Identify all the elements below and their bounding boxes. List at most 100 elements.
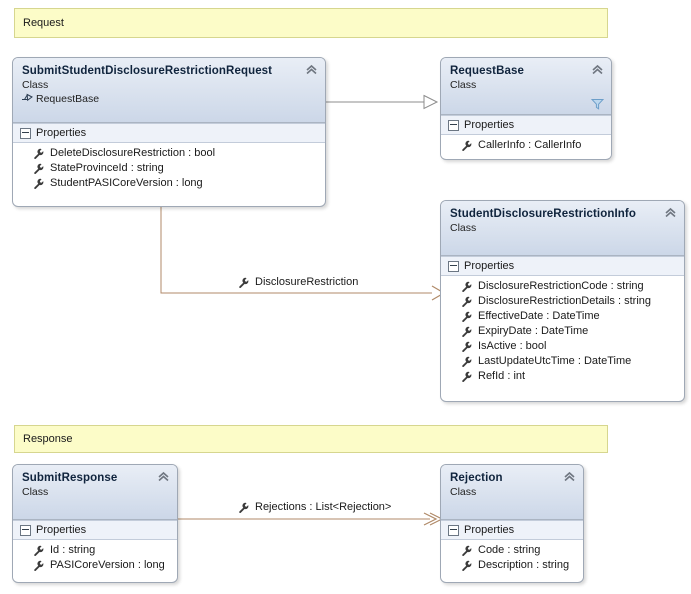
member-label: DeleteDisclosureRestriction : bool bbox=[50, 147, 216, 159]
member-list: DisclosureRestrictionCode : string Discl… bbox=[441, 276, 684, 389]
wrench-icon bbox=[461, 311, 472, 322]
class-submit-response[interactable]: SubmitResponse Class Properties Id : str… bbox=[12, 464, 178, 583]
association-label-text: Rejections : List<Rejection> bbox=[255, 501, 392, 513]
wrench-icon bbox=[33, 163, 44, 174]
collapse-expander-icon[interactable] bbox=[448, 260, 459, 272]
class-request-base[interactable]: RequestBase Class Properties CallerInfo … bbox=[440, 57, 612, 160]
class-stereotype: Class bbox=[22, 486, 49, 498]
member-row[interactable]: DeleteDisclosureRestriction : bool bbox=[17, 146, 321, 161]
member-row[interactable]: StateProvinceId : string bbox=[17, 161, 321, 176]
class-submit-student-disclosure-restriction-request[interactable]: SubmitStudentDisclosureRestrictionReques… bbox=[12, 57, 326, 207]
wrench-icon bbox=[461, 326, 472, 337]
wrench-icon bbox=[461, 281, 472, 292]
compartment-header-properties[interactable]: Properties bbox=[13, 123, 325, 143]
member-label: IsActive : bool bbox=[478, 340, 547, 352]
member-row[interactable]: Code : string bbox=[445, 543, 579, 558]
class-title: Rejection bbox=[450, 472, 503, 484]
wrench-icon bbox=[33, 148, 44, 159]
collapse-expander-icon[interactable] bbox=[20, 127, 31, 139]
member-label: Description : string bbox=[478, 559, 570, 571]
collapse-expander-icon[interactable] bbox=[20, 524, 31, 536]
member-row[interactable]: LastUpdateUtcTime : DateTime bbox=[445, 354, 680, 369]
collapse-expander-icon[interactable] bbox=[448, 119, 459, 131]
member-row[interactable]: StudentPASICoreVersion : long bbox=[17, 176, 321, 191]
class-title: RequestBase bbox=[450, 65, 524, 77]
member-list: Code : string Description : string bbox=[441, 540, 583, 578]
compartment-header-properties[interactable]: Properties bbox=[13, 520, 177, 540]
class-title: StudentDisclosureRestrictionInfo bbox=[450, 208, 636, 220]
wrench-icon bbox=[461, 356, 472, 367]
member-label: EffectiveDate : DateTime bbox=[478, 310, 600, 322]
member-row[interactable]: EffectiveDate : DateTime bbox=[445, 309, 680, 324]
compartment-label: Properties bbox=[464, 119, 515, 131]
collapse-chevron-icon[interactable] bbox=[157, 471, 170, 483]
filter-icon[interactable] bbox=[591, 98, 604, 110]
member-row[interactable]: CallerInfo : CallerInfo bbox=[445, 138, 607, 153]
member-label: RefId : int bbox=[478, 370, 526, 382]
compartment-label: Properties bbox=[464, 524, 515, 536]
class-rejection[interactable]: Rejection Class Properties Code : string… bbox=[440, 464, 584, 583]
connector-association-rejections bbox=[178, 512, 444, 526]
collapse-chevron-icon[interactable] bbox=[563, 471, 576, 483]
member-row[interactable]: IsActive : bool bbox=[445, 339, 680, 354]
class-base-type: RequestBase bbox=[22, 93, 317, 106]
member-label: PASICoreVersion : long bbox=[50, 559, 165, 571]
collapse-expander-icon[interactable] bbox=[448, 524, 459, 536]
wrench-icon bbox=[33, 178, 44, 189]
class-title: SubmitStudentDisclosureRestrictionReques… bbox=[22, 65, 273, 77]
compartment-header-properties[interactable]: Properties bbox=[441, 256, 684, 276]
wrench-icon bbox=[33, 560, 44, 571]
member-label: LastUpdateUtcTime : DateTime bbox=[478, 355, 632, 367]
compartment-label: Properties bbox=[36, 127, 87, 139]
class-stereotype: Class bbox=[450, 486, 477, 498]
banner-response: Response bbox=[14, 425, 608, 453]
member-label: Id : string bbox=[50, 544, 96, 556]
collapse-chevron-icon[interactable] bbox=[591, 64, 604, 76]
wrench-icon bbox=[238, 502, 249, 513]
wrench-icon bbox=[461, 296, 472, 307]
class-student-disclosure-restriction-info[interactable]: StudentDisclosureRestrictionInfo Class P… bbox=[440, 200, 685, 402]
banner-response-label: Response bbox=[23, 433, 73, 445]
member-row[interactable]: ExpiryDate : DateTime bbox=[445, 324, 680, 339]
member-label: StudentPASICoreVersion : long bbox=[50, 177, 203, 189]
wrench-icon bbox=[461, 371, 472, 382]
member-row[interactable]: RefId : int bbox=[445, 369, 680, 384]
member-label: CallerInfo : CallerInfo bbox=[478, 139, 582, 151]
member-label: ExpiryDate : DateTime bbox=[478, 325, 589, 337]
association-label-text: DisclosureRestriction bbox=[255, 276, 359, 288]
member-row[interactable]: PASICoreVersion : long bbox=[17, 558, 173, 573]
wrench-icon bbox=[238, 277, 249, 288]
class-header: SubmitResponse Class bbox=[13, 465, 177, 520]
class-stereotype: Class bbox=[450, 222, 477, 234]
member-label: DisclosureRestrictionCode : string bbox=[478, 280, 644, 292]
inheritance-arrow-icon bbox=[22, 93, 33, 106]
member-row[interactable]: Description : string bbox=[445, 558, 579, 573]
association-label-disclosure-restriction: DisclosureRestriction bbox=[238, 276, 358, 288]
class-title: SubmitResponse bbox=[22, 472, 118, 484]
wrench-icon bbox=[461, 545, 472, 556]
association-label-rejections: Rejections : List<Rejection> bbox=[238, 501, 391, 513]
compartment-header-properties[interactable]: Properties bbox=[441, 115, 611, 135]
class-stereotype: Class bbox=[450, 79, 477, 91]
compartment-header-properties[interactable]: Properties bbox=[441, 520, 583, 540]
banner-request: Request bbox=[14, 8, 608, 38]
wrench-icon bbox=[33, 545, 44, 556]
class-header: RequestBase Class bbox=[441, 58, 611, 115]
member-label: Code : string bbox=[478, 544, 541, 556]
banner-request-label: Request bbox=[23, 17, 64, 29]
member-row[interactable]: DisclosureRestrictionCode : string bbox=[445, 279, 680, 294]
member-row[interactable]: DisclosureRestrictionDetails : string bbox=[445, 294, 680, 309]
member-label: StateProvinceId : string bbox=[50, 162, 164, 174]
class-base-type-label: RequestBase bbox=[36, 93, 100, 105]
wrench-icon bbox=[461, 560, 472, 571]
compartment-label: Properties bbox=[36, 524, 87, 536]
wrench-icon bbox=[461, 140, 472, 151]
collapse-chevron-icon[interactable] bbox=[664, 207, 677, 219]
member-list: CallerInfo : CallerInfo bbox=[441, 135, 611, 158]
class-header: StudentDisclosureRestrictionInfo Class bbox=[441, 201, 684, 256]
member-row[interactable]: Id : string bbox=[17, 543, 173, 558]
connector-inheritance-requestbase bbox=[326, 92, 446, 112]
member-list: DeleteDisclosureRestriction : bool State… bbox=[13, 143, 325, 196]
collapse-chevron-icon[interactable] bbox=[305, 64, 318, 76]
wrench-icon bbox=[461, 341, 472, 352]
